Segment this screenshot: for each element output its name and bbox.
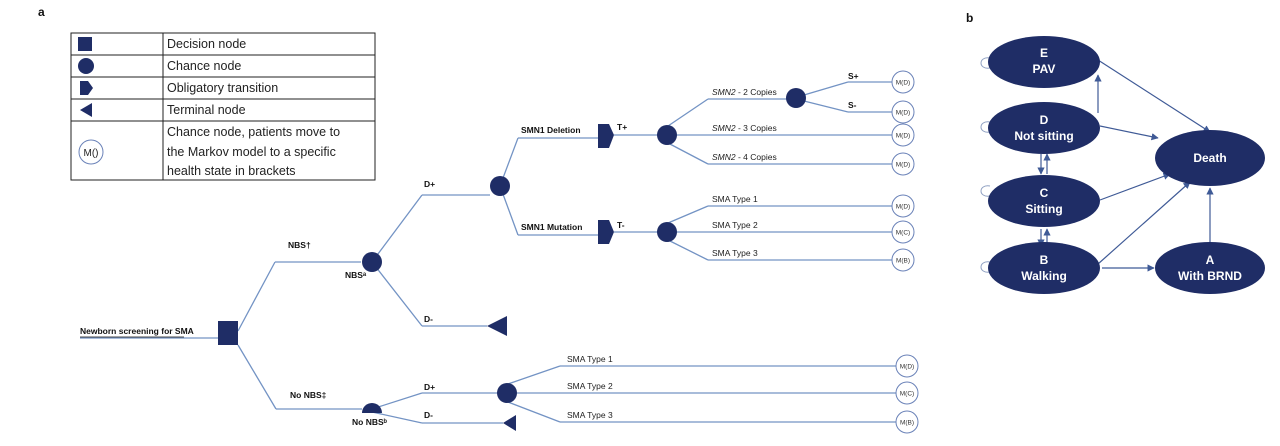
smn2-4-copies-label: SMN2 - 4 Copies	[712, 152, 777, 162]
state-c-name: Sitting	[1025, 202, 1062, 216]
state-c-code: C	[1040, 186, 1049, 200]
no-nbs-sma-type-3-label: SMA Type 3	[567, 410, 613, 420]
no-nbs-sma-type-1-label: SMA Type 1	[567, 354, 613, 364]
state-death-name: Death	[1193, 151, 1226, 165]
state-b-name: Walking	[1021, 269, 1067, 283]
terminal-triangle-icon	[487, 316, 507, 336]
markov-circle-icon	[891, 100, 915, 124]
markov-circle-icon	[891, 123, 915, 147]
markov-circle-icon	[891, 194, 915, 218]
legend-label-obligatory: Obligatory transition	[167, 81, 278, 95]
no-nbs-sma-type-2-label: SMA Type 2	[567, 381, 613, 391]
legend-label-decision: Decision node	[167, 37, 246, 51]
markov-state-b	[988, 242, 1100, 294]
d-minus-label: D-	[424, 314, 433, 324]
smn2-2-copies-label: SMN2 - 2 Copies	[712, 87, 777, 97]
markov-state-c	[988, 175, 1100, 227]
smn1-deletion-label: SMN1 Deletion	[521, 125, 581, 135]
decision-square-icon	[218, 321, 238, 345]
t-plus-label: T+	[617, 122, 627, 132]
legend-square-icon	[78, 37, 92, 51]
markov-terminals: M(D) M(D) M(D) M(D) M(D) M(C) M(B) M(D) …	[891, 70, 919, 434]
sma-type-2-label: SMA Type 2	[712, 220, 758, 230]
root-label: Newborn screening for SMA	[80, 326, 194, 336]
chance-circle-t-plus	[657, 125, 677, 145]
markov-self-loops	[980, 57, 991, 273]
markov-circle-icon	[891, 220, 915, 244]
svg-text:M(C): M(C)	[900, 391, 914, 398]
svg-text:M(C): M(C)	[896, 230, 910, 237]
markov-arrows	[1037, 59, 1214, 272]
legend-border	[70, 32, 376, 181]
state-a-name: With BRND	[1178, 269, 1242, 283]
s-plus-label: S+	[848, 71, 859, 81]
state-e-code: E	[1040, 46, 1048, 60]
markov-circle-icon	[891, 152, 915, 176]
state-b-code: B	[1040, 253, 1049, 267]
svg-text:M(B): M(B)	[896, 258, 910, 265]
legend-circle-icon	[78, 58, 94, 74]
no-nbs-node-label: No NBSᵇ	[352, 417, 388, 427]
legend-terminal-triangle-icon	[80, 103, 92, 117]
nbs-branch-label: NBS†	[288, 240, 311, 250]
svg-text:M(B): M(B)	[900, 420, 914, 427]
s-minus-label: S-	[848, 100, 857, 110]
chance-circle-no-nbs-d-plus	[497, 383, 517, 403]
chance-circle-t-minus	[657, 222, 677, 242]
markov-state-e	[988, 36, 1100, 88]
panel-a-letter: a	[38, 5, 45, 19]
decision-tree-labels: Newborn screening for SMA NBS† NBSᵃ No N…	[80, 71, 859, 427]
svg-text:M(D): M(D)	[896, 133, 910, 140]
legend-label-chance: Chance node	[167, 59, 241, 73]
obligatory-transition-deletion-icon	[598, 124, 614, 148]
d-plus-label: D+	[424, 179, 435, 189]
chance-circle-d-plus	[490, 176, 510, 196]
markov-state-a	[1155, 242, 1265, 294]
decision-tree-nodes	[218, 88, 806, 431]
svg-text:M(D): M(D)	[896, 204, 910, 211]
state-a-code: A	[1206, 253, 1215, 267]
markov-circle-icon	[895, 354, 919, 378]
terminal-triangle-no-nbs-icon	[503, 415, 516, 431]
markov-circle-icon	[891, 248, 915, 272]
state-d-code: D	[1040, 113, 1049, 127]
state-d-name: Not sitting	[1014, 129, 1073, 143]
smn1-mutation-label: SMN1 Mutation	[521, 222, 582, 232]
markov-state-d	[988, 102, 1100, 154]
legend-label-terminal: Terminal node	[167, 103, 246, 117]
no-nbs-branch-label: No NBS‡	[290, 390, 327, 400]
legend: M() Decision node Chance node Obligatory…	[70, 32, 376, 181]
legend-obligatory-transition-icon	[80, 81, 93, 95]
svg-text:M(D): M(D)	[896, 162, 910, 169]
chance-circle-no-nbs	[362, 403, 382, 413]
markov-states: E PAV D Not sitting C Sitting B Walking …	[988, 36, 1265, 294]
svg-text:M(D): M(D)	[896, 110, 910, 117]
panel-b-letter: b	[966, 11, 973, 25]
svg-text:M(D): M(D)	[900, 364, 914, 371]
decision-tree-branches	[80, 81, 896, 424]
svg-text:M(D): M(D)	[896, 80, 910, 87]
svg-text:M(): M()	[84, 148, 99, 159]
no-nbs-d-plus-label: D+	[424, 382, 435, 392]
sma-type-1-label: SMA Type 1	[712, 194, 758, 204]
markov-state-death	[1155, 130, 1265, 186]
legend-label-markov-2: the Markov model to a specific	[167, 145, 336, 159]
sma-type-3-label: SMA Type 3	[712, 248, 758, 258]
smn2-3-copies-label: SMN2 - 3 Copies	[712, 123, 777, 133]
legend-label-markov-3: health state in brackets	[167, 164, 296, 178]
markov-circle-icon	[891, 70, 915, 94]
obligatory-transition-mutation-icon	[598, 220, 614, 244]
no-nbs-d-minus-label: D-	[424, 410, 433, 420]
state-e-name: PAV	[1033, 62, 1056, 76]
legend-label-markov-1: Chance node, patients move to	[167, 125, 340, 139]
chance-circle-smn2-2	[786, 88, 806, 108]
t-minus-label: T-	[617, 220, 625, 230]
markov-circle-icon	[895, 410, 919, 434]
legend-markov-circle-icon	[78, 139, 104, 165]
nbs-node-label: NBSᵃ	[345, 270, 367, 280]
markov-circle-icon	[895, 381, 919, 405]
chance-circle-nbs	[362, 252, 382, 272]
